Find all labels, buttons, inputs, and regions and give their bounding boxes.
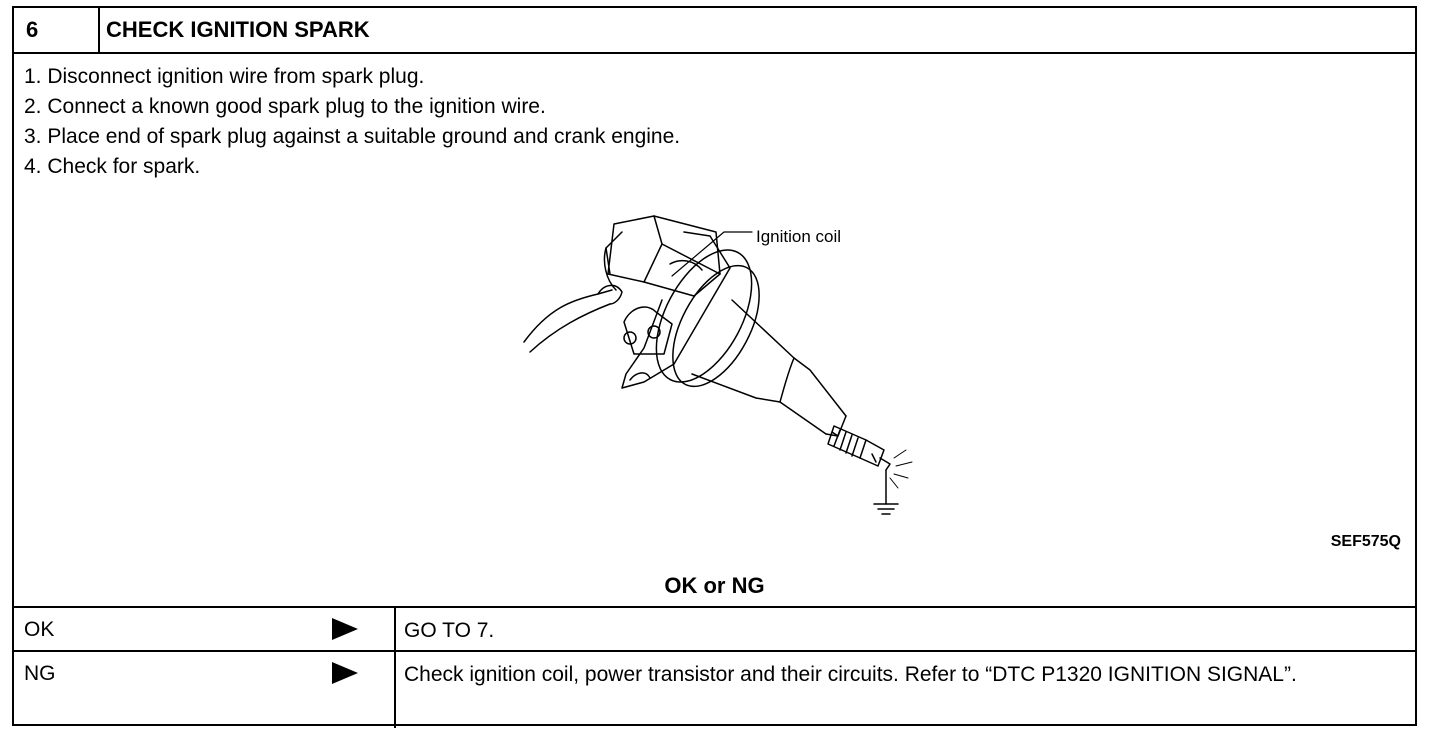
- instruction-item: 1. Disconnect ignition wire from spark p…: [24, 65, 425, 88]
- result-label: OK: [24, 618, 55, 641]
- figure-code: SEF575Q: [1330, 533, 1401, 550]
- instruction-item: 4. Check for spark.: [24, 155, 201, 178]
- instruction-item: 3. Place end of spark plug against a sui…: [24, 125, 681, 148]
- result-label: NG: [24, 662, 56, 685]
- arrow-right-icon: [332, 618, 358, 640]
- instruction-item: 2. Connect a known good spark plug to th…: [24, 95, 546, 118]
- ignition-coil-callout: Ignition coil: [756, 227, 841, 246]
- result-question: OK or NG: [664, 573, 765, 598]
- step-title: CHECK IGNITION SPARK: [106, 17, 370, 42]
- result-row-ng: NG Check ignition coil, power transistor…: [14, 650, 1415, 728]
- result-row-ok: OK GO TO 7.: [14, 606, 1415, 652]
- result-action: Check ignition coil, power transistor an…: [394, 652, 1415, 728]
- ignition-coil-illustration: Ignition coil: [523, 215, 913, 515]
- result-action: GO TO 7.: [394, 608, 1415, 652]
- instruction-list: 1. Disconnect ignition wire from spark p…: [24, 62, 680, 182]
- procedure-table: 6 CHECK IGNITION SPARK 1. Disconnect ign…: [12, 6, 1417, 728]
- step-number: 6: [14, 8, 100, 52]
- step-header: 6 CHECK IGNITION SPARK: [14, 8, 1415, 54]
- arrow-right-icon: [332, 662, 358, 684]
